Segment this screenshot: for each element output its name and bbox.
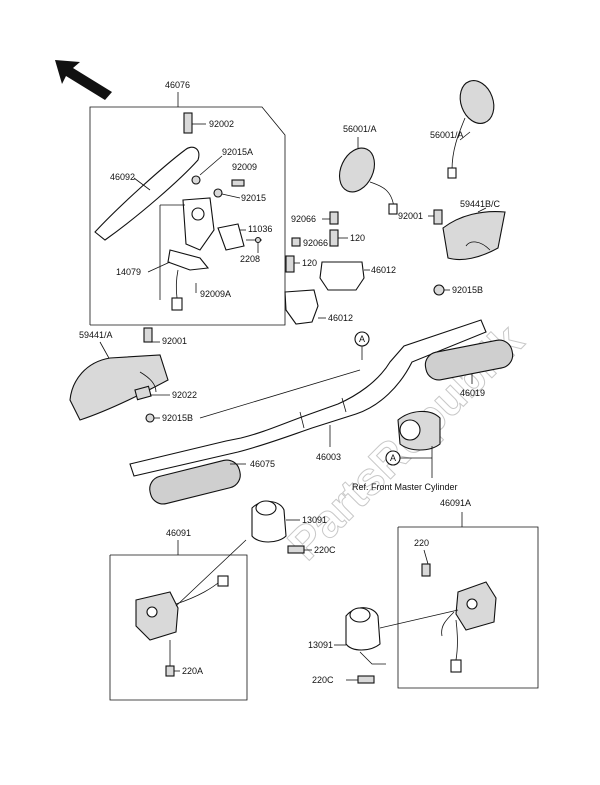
label-56001A-right: 56001/A — [430, 130, 464, 140]
label-92015A: 92015A — [222, 147, 253, 157]
label-92009: 92009 — [232, 162, 257, 172]
switch-11036 — [217, 223, 245, 251]
label-14079: 14079 — [116, 267, 141, 277]
label-59441BC: 59441B/C — [460, 199, 501, 209]
nut-92015B-left — [145, 413, 155, 423]
mirror-left — [338, 147, 376, 193]
label-46091: 46091 — [166, 528, 191, 538]
switch-13091-bottom-group: 13091 220C — [308, 607, 459, 685]
bolt-92001-right — [433, 209, 443, 225]
handguard-right-group: 92001 59441B/C 92015B — [398, 199, 506, 296]
label-2208: 2208 — [240, 254, 260, 264]
label-220A: 220A — [182, 666, 203, 676]
nut-92015 — [213, 188, 223, 198]
label-13091-top: 13091 — [302, 515, 327, 525]
label-120-b: 120 — [302, 258, 317, 268]
label-92015B-right: 92015B — [452, 285, 483, 295]
plate-92022 — [134, 385, 152, 401]
label-92009A: 92009A — [200, 289, 231, 299]
label-92022: 92022 — [172, 390, 197, 400]
callout-A-top: A — [359, 334, 365, 344]
label-59441A: 59441/A — [79, 330, 113, 340]
handguard-59441BC — [442, 211, 506, 261]
label-120-a: 120 — [350, 233, 365, 243]
ref-master-cylinder: Ref. Front Master Cylinder — [352, 482, 458, 492]
label-92015: 92015 — [241, 193, 266, 203]
bolt-92066-a — [329, 211, 339, 225]
clamp-group: 92066 92066 120 120 46012 46012 — [284, 211, 396, 325]
label-92066-a: 92066 — [291, 214, 316, 224]
clamp-46012-lower — [284, 289, 319, 325]
mirror-left-group: 56001/A — [338, 124, 398, 215]
bolt-120-b — [285, 255, 295, 273]
bracket-14079 — [167, 249, 210, 271]
screw-220C-bottom — [357, 675, 375, 684]
lever-46092 — [94, 146, 200, 241]
mirror-right — [459, 80, 495, 124]
clamp-46012-upper — [319, 261, 365, 291]
lever-assembly-group: 46076 92002 46092 92015A 92009 92015 110… — [89, 80, 286, 326]
grip-right-46019: 46019 — [424, 339, 514, 398]
label-56001A-left: 56001/A — [343, 124, 377, 134]
label-46012-b: 46012 — [328, 313, 353, 323]
label-46076: 46076 — [165, 80, 190, 90]
bolt-92001-left — [143, 327, 153, 343]
handguard-59441A — [69, 354, 169, 421]
label-220C-bottom: 220C — [312, 675, 334, 685]
label-11036: 11036 — [248, 224, 272, 234]
connector — [171, 297, 183, 311]
switch-13091-top-group: 13091 220C — [251, 500, 336, 555]
label-46003: 46003 — [316, 452, 341, 462]
screw-220A — [165, 665, 175, 677]
label-46075: 46075 — [250, 459, 275, 469]
label-220C-top: 220C — [314, 545, 336, 555]
grip-left-46075: 46075 — [149, 459, 275, 505]
switch-46091-group: 46091 220A — [109, 528, 248, 701]
label-46091A: 46091A — [440, 498, 471, 508]
label-46012-a: 46012 — [371, 265, 396, 275]
screw-92009 — [231, 179, 245, 187]
bolt-120-a — [329, 229, 339, 247]
direction-arrow-icon — [55, 60, 112, 100]
label-13091-bottom: 13091 — [308, 640, 333, 650]
handlebar-46003: 46003 A — [129, 319, 487, 477]
nut-92015B-right — [433, 284, 445, 296]
master-cylinder-ref: A Ref. Front Master Cylinder — [352, 410, 458, 492]
lever-holder — [182, 197, 215, 251]
screw-2208 — [254, 236, 262, 244]
screw-220 — [421, 563, 431, 577]
label-92001-left: 92001 — [162, 336, 187, 346]
mirror-right-group: 56001/A — [430, 80, 495, 179]
bolt-92066-b — [291, 237, 301, 247]
screw-220C-top — [287, 545, 305, 554]
callout-A-bottom: A — [390, 453, 396, 463]
label-46019: 46019 — [460, 388, 485, 398]
switch-46091 — [135, 591, 179, 641]
label-92015B-left: 92015B — [162, 413, 193, 423]
handguard-left-group: 59441/A 92001 92022 92015B — [69, 327, 197, 423]
label-92001-right: 92001 — [398, 211, 423, 221]
label-92066-b: 92066 — [303, 238, 328, 248]
label-220: 220 — [414, 538, 429, 548]
label-46092: 46092 — [110, 172, 135, 182]
label-92002: 92002 — [209, 119, 234, 129]
switch-46091A-group: 46091A 220 — [397, 498, 539, 689]
bolt-92002 — [183, 112, 193, 134]
nut-92015A — [191, 175, 201, 185]
